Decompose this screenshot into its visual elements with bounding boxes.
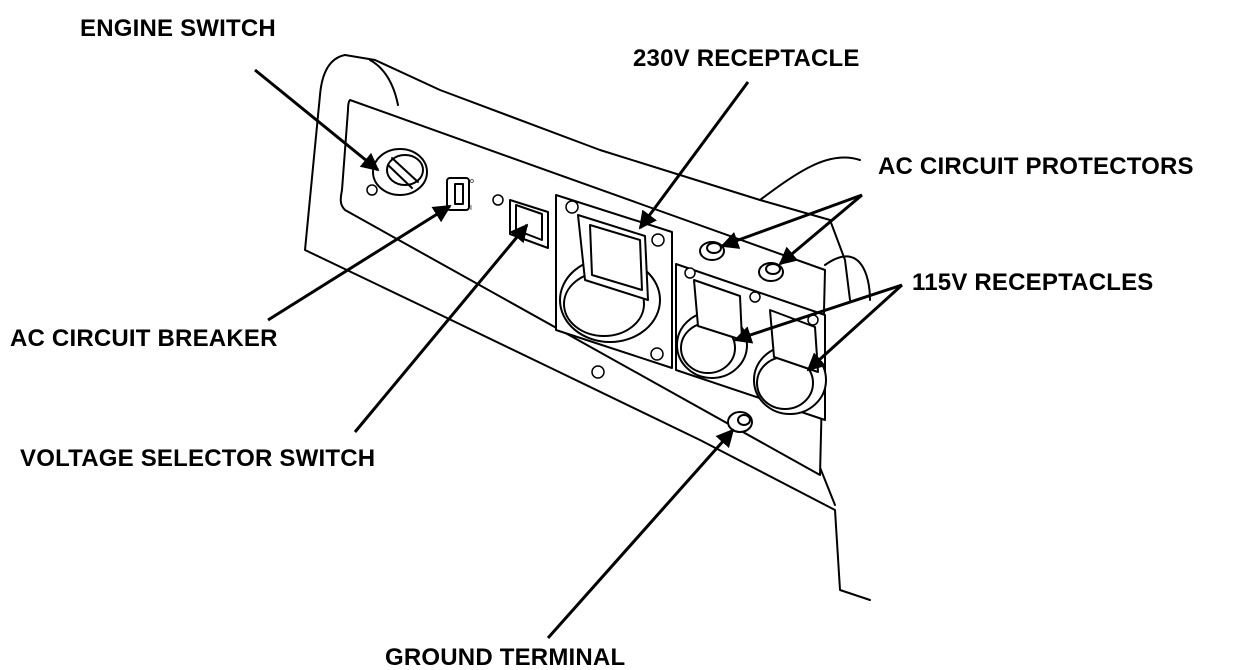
arrow-ac-circuit-breaker bbox=[267, 204, 452, 322]
label-115v-receptacles: 115V RECEPTACLES bbox=[912, 269, 1154, 296]
ground-terminal bbox=[727, 411, 753, 433]
svg-text:I: I bbox=[470, 205, 472, 212]
label-voltage-selector-switch: VOLTAGE SELECTOR SWITCH bbox=[20, 445, 375, 472]
arrow-ac-protector-2 bbox=[778, 193, 863, 266]
svg-text:o: o bbox=[470, 178, 474, 185]
ac-circuit-breaker-switch: o I bbox=[446, 177, 474, 212]
label-230v-receptacle: 230V RECEPTACLE bbox=[633, 45, 860, 72]
leader-arrows bbox=[254, 68, 904, 639]
label-ground-terminal: GROUND TERMINAL bbox=[385, 644, 625, 670]
label-ac-circuit-protectors: AC CIRCUIT PROTECTORS bbox=[878, 153, 1194, 180]
ac-circuit-protectors bbox=[699, 241, 784, 282]
receptacle-230v bbox=[555, 194, 673, 369]
arrow-115v-receptacle-1 bbox=[733, 283, 903, 344]
label-engine-switch: ENGINE SWITCH bbox=[80, 15, 276, 42]
arrow-engine-switch bbox=[254, 68, 380, 172]
label-ac-circuit-breaker: AC CIRCUIT BREAKER bbox=[10, 325, 278, 352]
arrow-ground-terminal bbox=[546, 428, 735, 639]
engine-switch-knob bbox=[372, 148, 428, 196]
arrow-115v-receptacle-2 bbox=[806, 283, 904, 372]
arrow-voltage-selector bbox=[353, 223, 529, 433]
arrow-230v-receptacle bbox=[638, 81, 750, 230]
arrow-ac-protector-1 bbox=[720, 193, 863, 249]
